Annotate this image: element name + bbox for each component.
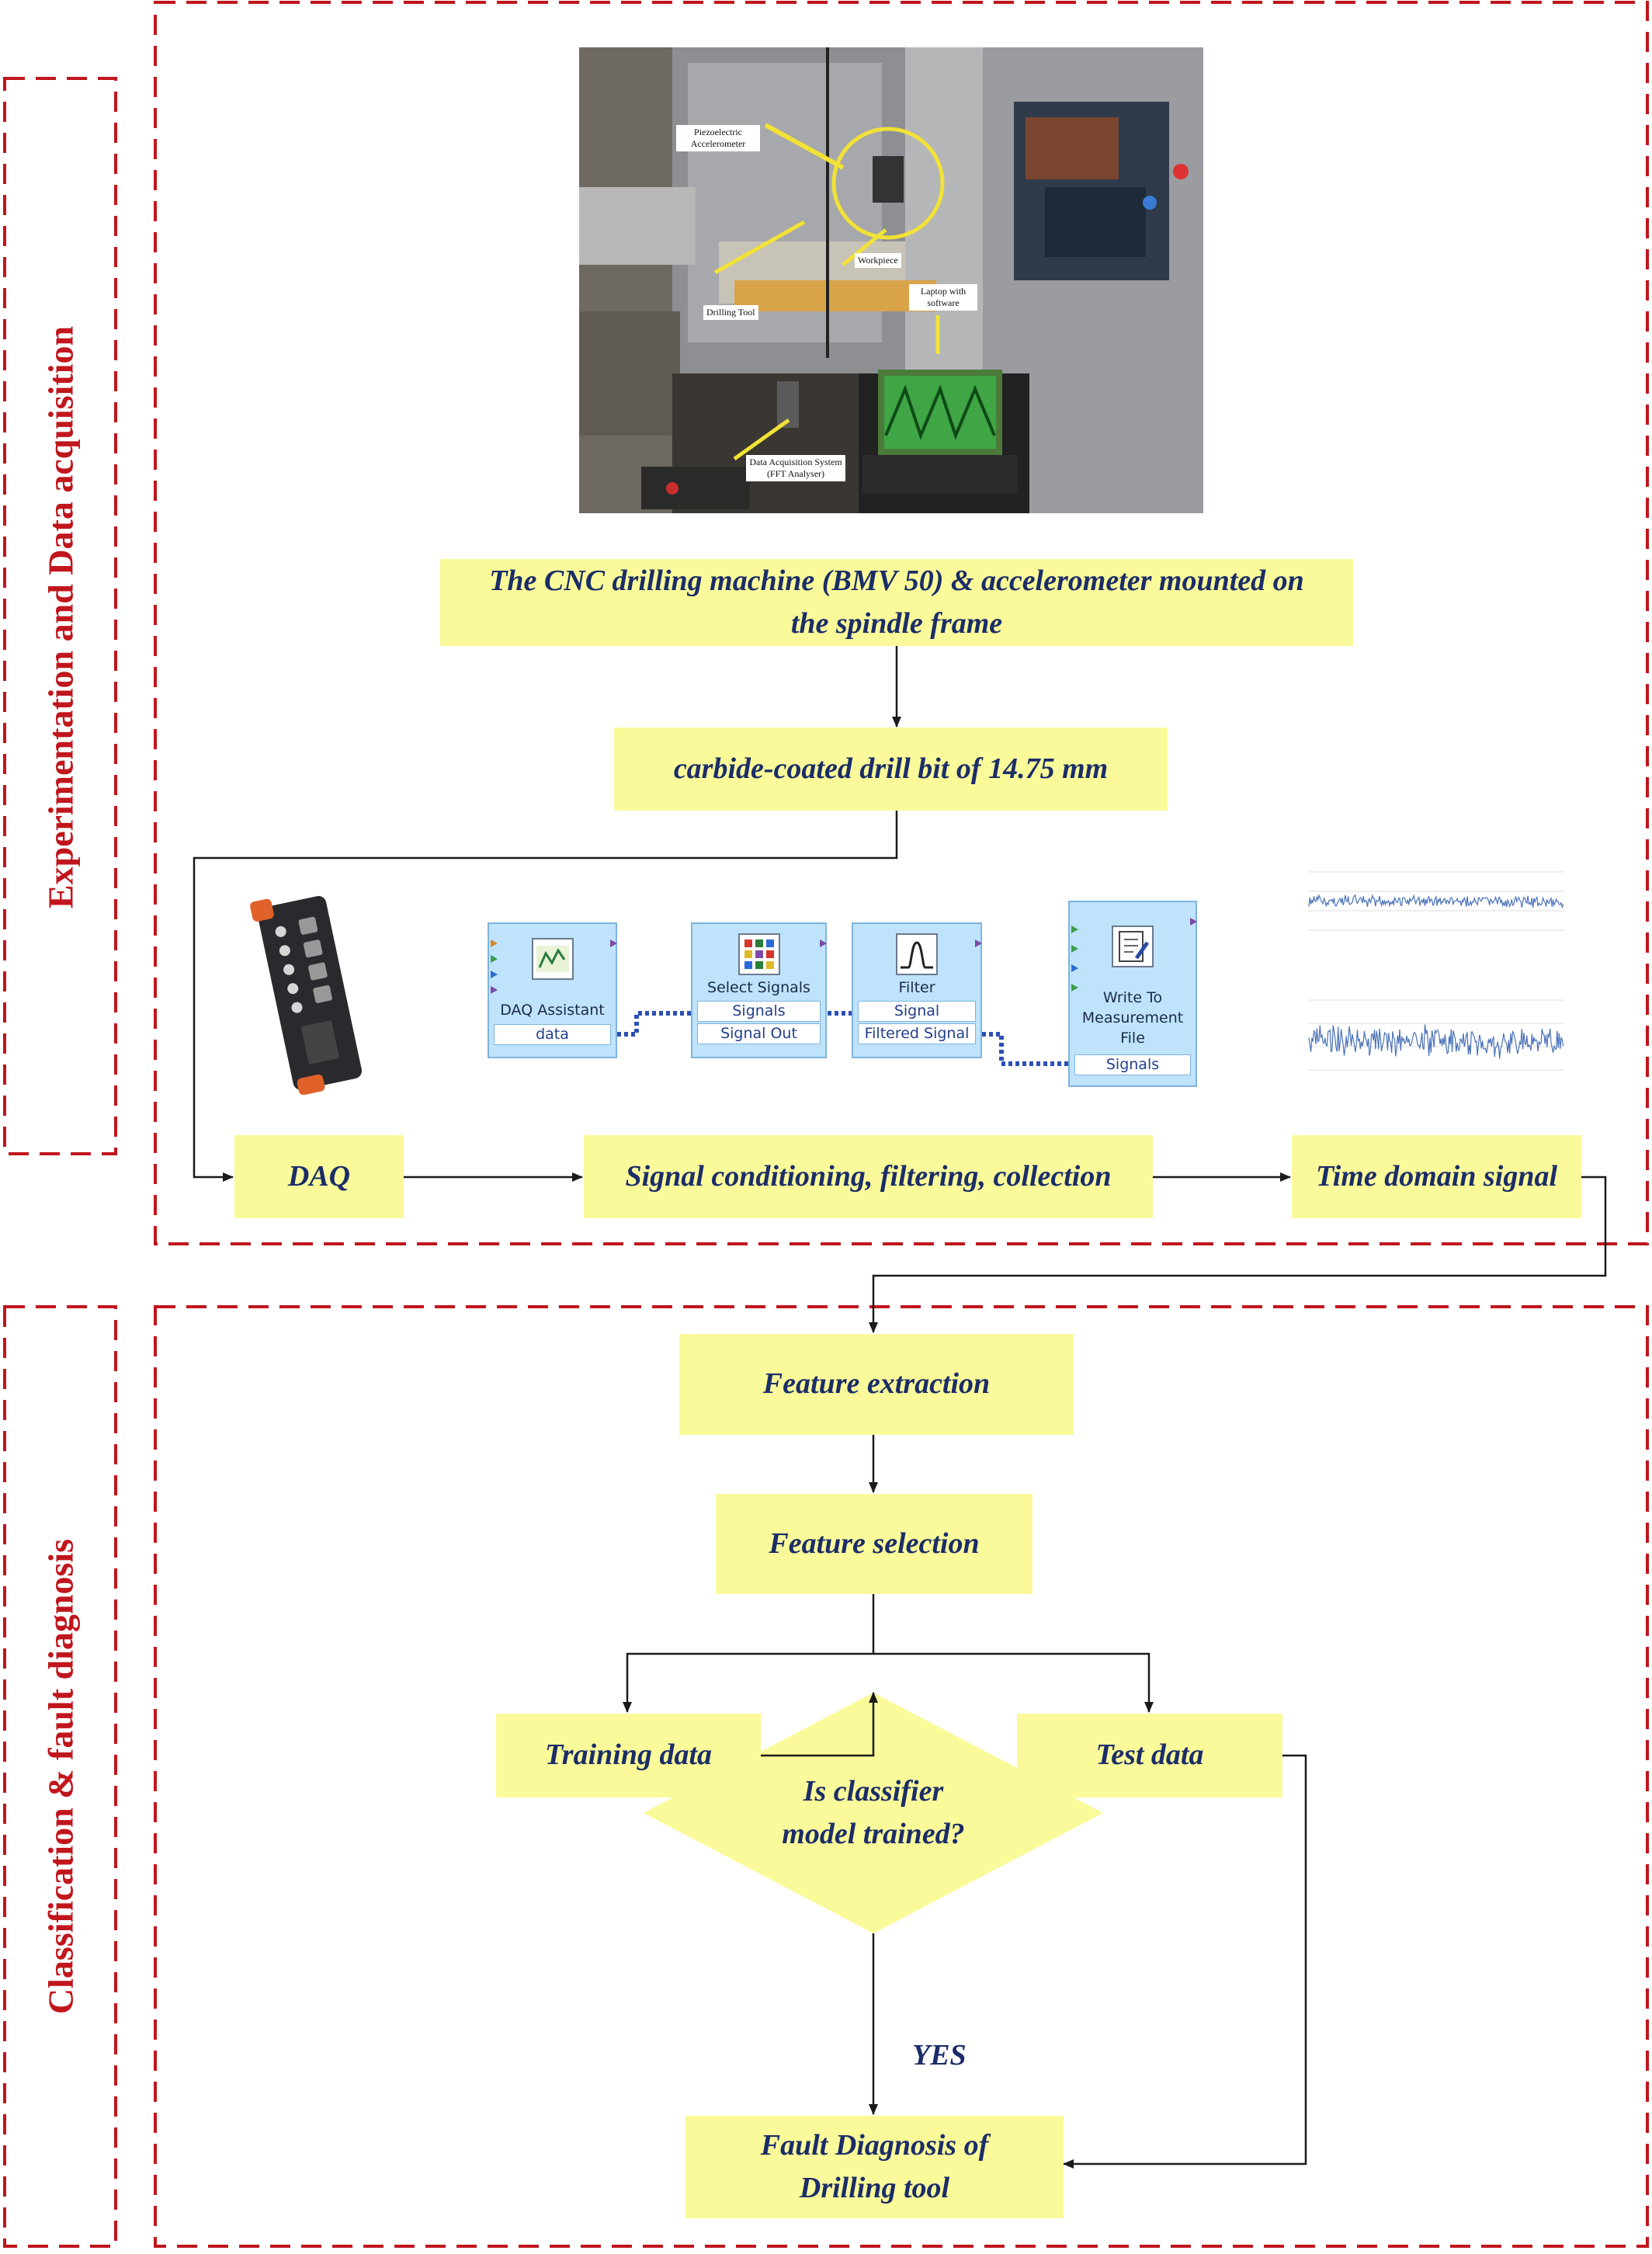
box-daq: DAQ bbox=[234, 1135, 404, 1218]
labview-daq-assistant: DAQ Assistant data bbox=[488, 922, 617, 1058]
labview-write-measurement-file: Write To Measurement File Signals bbox=[1068, 901, 1197, 1087]
box-cnc-machine-line2: the spindle frame bbox=[790, 607, 1003, 640]
callout-workpiece: Workpiece bbox=[855, 253, 901, 268]
filter-icon bbox=[896, 933, 938, 975]
labview-filter: Filter Signal Filtered Signal bbox=[852, 922, 982, 1058]
decision-line1: Is classifier bbox=[803, 1774, 944, 1808]
write-file-title-line2: Measurement bbox=[1081, 1009, 1184, 1026]
time-signal-trace-2 bbox=[1308, 1024, 1564, 1059]
box-cnc-machine: The CNC drilling machine (BMV 50) & acce… bbox=[440, 559, 1353, 646]
filter-terminal-in: Signal bbox=[858, 1001, 976, 1022]
select-signals-title: Select Signals bbox=[707, 979, 810, 996]
box-fault-line2: Drilling tool bbox=[799, 2172, 950, 2204]
box-time-domain-signal: Time domain signal bbox=[1292, 1135, 1581, 1218]
arrow-timesignal-to-features bbox=[869, 1176, 1607, 1333]
section-frame-acquisition bbox=[154, 1, 1649, 1245]
box-fault-diagnosis: Fault Diagnosis of Drilling tool bbox=[685, 2116, 1064, 2218]
box-fault-line1: Fault Diagnosis of bbox=[760, 2128, 989, 2162]
cnc-setup-photo: Piezoelectric Accelerometer Workpiece Dr… bbox=[579, 47, 1203, 513]
decision-text: Is classifier model trained? bbox=[722, 1775, 1025, 1850]
box-drill-bit: carbide-coated drill bit of 14.75 mm bbox=[614, 728, 1168, 811]
section-label-frame-acquisition bbox=[3, 77, 117, 1155]
time-signal-plot-1-canvas bbox=[1308, 871, 1564, 931]
arrow-selection-to-training bbox=[623, 1594, 875, 1713]
daq-device-image bbox=[247, 885, 363, 1095]
yes-label: YES bbox=[912, 2039, 967, 2072]
write-file-title-line3: File bbox=[1120, 1030, 1145, 1047]
section-title-acquisition: Experimentation and Data acquisition bbox=[40, 325, 81, 909]
filter-terminal-out: Filtered Signal bbox=[858, 1023, 976, 1044]
time-signal-plot-1 bbox=[1281, 868, 1568, 950]
labview-wires bbox=[617, 1011, 1068, 1066]
connectors bbox=[193, 646, 1607, 2169]
box-training-data: Training data bbox=[496, 1714, 761, 1797]
write-file-terminal: Signals bbox=[1074, 1054, 1191, 1075]
decision-line2: model trained? bbox=[782, 1818, 965, 1850]
section-title-classification: Classification & fault diagnosis bbox=[40, 1538, 81, 2015]
select-signals-icon bbox=[738, 933, 780, 975]
daq-assistant-terminal: data bbox=[494, 1024, 611, 1045]
daq-assistant-icon bbox=[531, 938, 574, 980]
write-file-icon bbox=[1112, 926, 1154, 967]
select-signals-terminal-out: Signal Out bbox=[697, 1023, 821, 1044]
time-signal-plot-2 bbox=[1281, 994, 1568, 1095]
callout-laptop: Laptop with software bbox=[909, 284, 977, 311]
box-cnc-machine-line1: The CNC drilling machine (BMV 50) & acce… bbox=[489, 564, 1304, 597]
section-label-frame-classification bbox=[3, 1305, 117, 2248]
filter-title: Filter bbox=[898, 979, 935, 996]
callout-accelerometer: Piezoelectric Accelerometer bbox=[676, 125, 760, 151]
write-file-title-line1: Write To bbox=[1102, 989, 1163, 1006]
arrow-selection-to-test bbox=[873, 1652, 1154, 1713]
box-signal-conditioning: Signal conditioning, filtering, collecti… bbox=[584, 1135, 1153, 1218]
arrow-test-to-fault bbox=[1063, 1754, 1307, 2169]
callout-drilling-tool: Drilling Tool bbox=[703, 305, 758, 320]
box-test-data: Test data bbox=[1017, 1714, 1282, 1797]
arrow-drillbit-to-daq bbox=[193, 811, 898, 1182]
arrow-training-to-decision bbox=[761, 1692, 878, 1757]
callout-daq-system: Data Acquisition System (FFT Analyser) bbox=[746, 455, 845, 481]
box-feature-extraction: Feature extraction bbox=[679, 1334, 1074, 1435]
daq-assistant-title: DAQ Assistant bbox=[500, 1002, 605, 1019]
select-signals-terminal-in: Signals bbox=[697, 1001, 821, 1022]
labview-select-signals: Select Signals Signals Signal Out bbox=[691, 922, 827, 1058]
time-signal-trace-1 bbox=[1308, 894, 1564, 909]
section-frame-classification bbox=[154, 1305, 1649, 2248]
box-feature-selection: Feature selection bbox=[716, 1494, 1032, 1594]
time-signal-plot-2-canvas bbox=[1308, 999, 1564, 1071]
